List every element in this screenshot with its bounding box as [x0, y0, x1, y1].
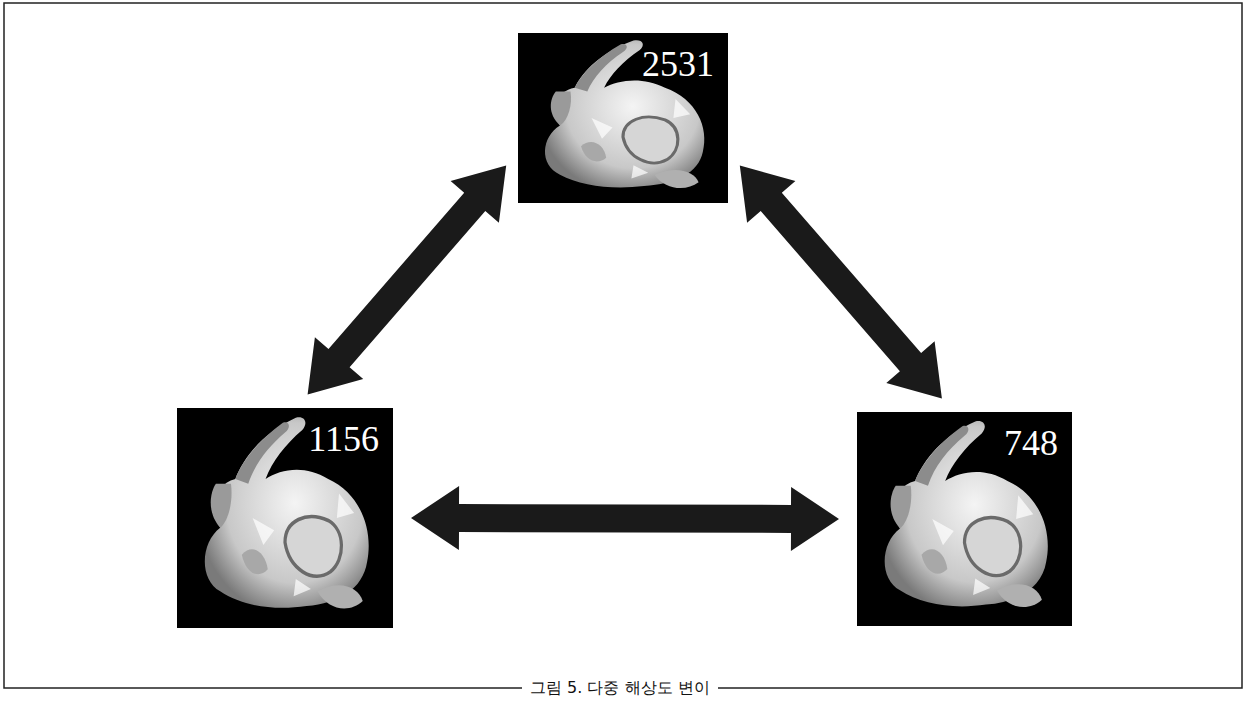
vertex-count: 2531 — [642, 45, 714, 85]
render-panel: 1156 — [177, 408, 393, 628]
double-arrow — [740, 166, 942, 399]
render-panel: 748 — [857, 412, 1072, 626]
figure-caption: 그림 5. 다중 해상도 변이 — [522, 679, 718, 697]
double-arrow — [308, 166, 507, 395]
render-panel: 2531 — [518, 33, 728, 203]
double-arrow — [411, 486, 839, 551]
vertex-count: 748 — [1004, 424, 1058, 464]
frame-border — [4, 3, 1242, 688]
vertex-count: 1156 — [308, 420, 379, 460]
